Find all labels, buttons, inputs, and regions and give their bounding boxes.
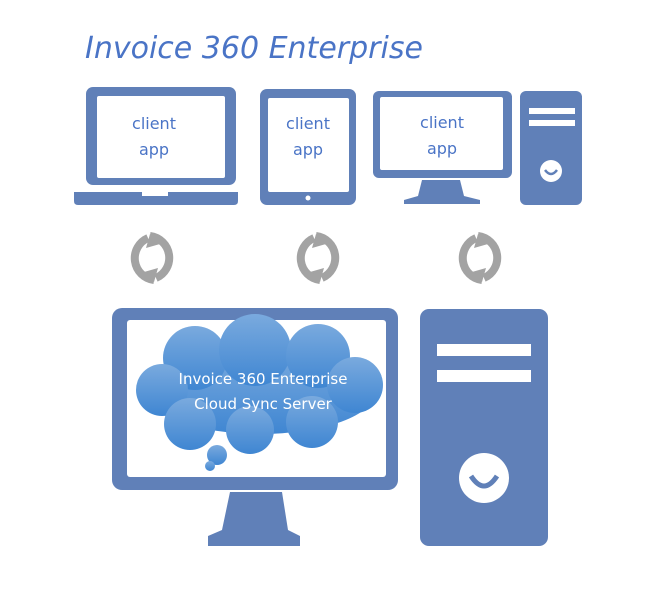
tablet-client-label: client (286, 114, 330, 133)
laptop-app-label: app (139, 140, 169, 159)
server-type-label: Cloud Sync Server (194, 395, 333, 413)
laptop-icon (74, 87, 238, 205)
sync-icon (463, 234, 497, 282)
server-tower-icon (420, 309, 548, 546)
sync-icon (135, 234, 169, 282)
server-name-label: Invoice 360 Enterprise (179, 370, 348, 388)
tablet-app-label: app (293, 140, 323, 159)
laptop-client-label: client (132, 114, 176, 133)
diagram-title: Invoice 360 Enterprise (85, 31, 423, 66)
tablet-icon (260, 89, 356, 205)
small-tower-icon (520, 91, 582, 205)
sync-icon (301, 234, 335, 282)
cloud-icon (136, 314, 383, 471)
monitor-client-label: client (420, 113, 464, 132)
monitor-app-label: app (427, 139, 457, 158)
monitor-icon (373, 91, 512, 204)
